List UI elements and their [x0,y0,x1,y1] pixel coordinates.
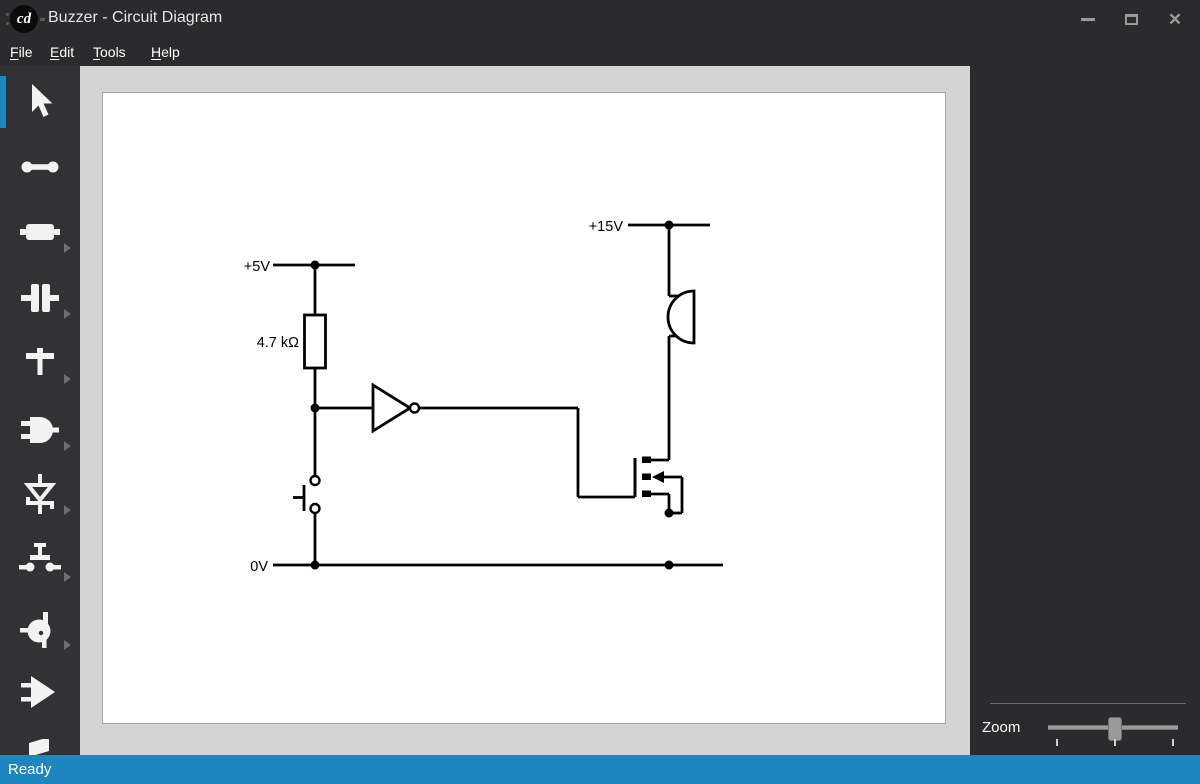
buzzer-component[interactable] [666,289,696,345]
zoom-tick [1056,739,1058,746]
tool-push-switch[interactable] [0,535,80,587]
flyout-arrow-icon[interactable] [64,441,71,451]
component-toolbox [0,66,80,755]
tool-op-amp[interactable] [0,667,80,719]
not-gate-component[interactable] [371,382,421,434]
and-gate-icon [21,417,59,443]
capacitor-icon [21,284,59,312]
right-panel: Zoom [970,66,1200,755]
zoom-slider-thumb[interactable] [1108,717,1122,741]
tool-select[interactable] [0,76,80,128]
drawing-canvas[interactable]: +5V 4.7 kΩ 0V +15V [80,66,970,755]
flyout-arrow-icon[interactable] [64,572,71,582]
tool-wire[interactable] [0,141,80,193]
minimize-icon [1081,17,1095,21]
tool-resistor[interactable] [0,206,80,258]
flyout-arrow-icon[interactable] [64,640,71,650]
flyout-arrow-icon[interactable] [64,309,71,319]
zoom-tick [1114,739,1116,746]
tool-transistor[interactable] [0,603,80,655]
zoom-separator [990,703,1186,704]
transistor-icon [20,612,51,648]
mosfet-arrow-icon [652,471,664,483]
mosfet-component[interactable] [633,456,684,515]
menu-file[interactable]: File [10,44,33,60]
cursor-icon [32,84,53,117]
ground-icon [26,348,54,375]
window-title: Buzzer - Circuit Diagram [48,9,223,26]
close-button[interactable]: ✕ [1159,6,1191,32]
wire-gate-path[interactable] [419,406,635,499]
label-resistor-value[interactable]: 4.7 kΩ [257,335,299,351]
resistor-icon [20,224,60,240]
status-bar: Ready [0,755,1200,784]
zoom-tick [1172,739,1174,746]
flyout-arrow-icon[interactable] [64,505,71,515]
flyout-arrow-icon[interactable] [64,374,71,384]
tool-speaker[interactable] [0,736,80,755]
push-switch-component[interactable] [293,474,321,515]
label-0v[interactable]: 0V [250,559,268,575]
menu-tools[interactable]: Tools [93,44,126,60]
circuit-diagram: +5V 4.7 kΩ 0V +15V [244,219,723,575]
junction-dots [310,220,674,570]
flyout-arrow-icon[interactable] [64,243,71,253]
menu-edit[interactable]: Edit [50,44,75,60]
tool-ground[interactable] [0,337,80,389]
tool-and-gate[interactable] [0,404,80,456]
minimize-button[interactable] [1072,6,1104,32]
status-text: Ready [8,761,52,778]
close-icon: ✕ [1167,9,1183,29]
wire-icon [21,161,59,173]
menu-help[interactable]: Help [151,44,180,60]
speaker-icon [29,739,49,755]
resistor-component[interactable] [303,313,327,370]
title-bar: cd Buzzer - Circuit Diagram ✕ [0,0,1200,38]
circuit-page[interactable]: +5V 4.7 kΩ 0V +15V [103,93,945,723]
app-logo-icon: cd [6,5,46,33]
logo-text: cd [10,5,38,33]
tool-capacitor[interactable] [0,272,80,324]
selected-tool-indicator [0,76,6,128]
maximize-icon [1124,13,1138,25]
menu-bar: File Edit Tools Help [0,38,1200,66]
tool-zener-diode[interactable] [0,468,80,520]
label-15v[interactable]: +15V [589,219,624,235]
push-switch-icon [19,543,61,572]
label-5v[interactable]: +5V [244,259,271,275]
op-amp-icon [21,676,55,708]
maximize-button[interactable] [1115,6,1147,32]
zoom-label: Zoom [982,719,1021,736]
zener-diode-icon [23,474,57,514]
